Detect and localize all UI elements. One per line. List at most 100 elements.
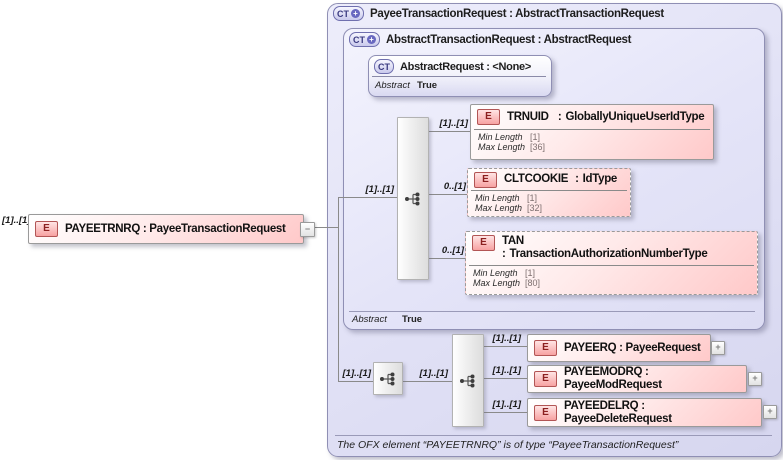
abstract-row: Abstract True [352,314,552,325]
element-box-cltcookie[interactable]: E CLTCOOKIE :IdType Min Length [1] Max L… [467,168,631,217]
element-icon: E [35,221,58,237]
connector-line [427,258,465,259]
connector-line [339,197,397,198]
sequence-icon [460,374,475,387]
element-icon: E [534,371,557,387]
plus-badge-icon: + [367,35,376,44]
connector-line [339,381,373,382]
abstract-label: Abstract [375,80,410,91]
element-name: TAN [502,235,524,247]
collapse-toggle[interactable]: − [300,222,315,237]
connector-line [401,381,452,382]
element-title: PAYEETRNRQ : PayeeTransactionRequest [65,222,286,235]
facet-value: [1] [525,268,536,278]
element-icon: E [472,235,495,251]
element-icon: E [534,404,557,421]
cardinality-label: [1]..[1] [419,368,449,379]
facet-value: [36] [530,142,546,152]
complex-type-icon: CT [374,59,394,74]
connector-line [482,378,527,379]
facet-label: Max Length [473,278,521,288]
element-title: TAN :TransactionAuthorizationNumberType [502,235,732,261]
facet-label: Max Length [475,203,523,213]
element-type: IdType [582,173,618,185]
facet-label: Max Length [478,142,526,152]
element-icon: E [534,340,557,356]
sequence-connector[interactable] [452,334,484,427]
expand-toggle[interactable]: + [711,341,725,355]
cardinality-label: 0..[1] [441,245,464,256]
cardinality-label: [1]..[1] [365,184,395,195]
complex-type-header: CT + PayeeTransactionRequest : AbstractT… [333,6,664,21]
complex-type-derived-icon: CT + [333,6,364,21]
sequence-connector[interactable] [397,117,429,280]
cardinality-label: [1]..[1] [342,368,372,379]
element-title: PAYEERQ : PayeeRequest [564,341,701,354]
sequence-connector[interactable] [373,362,403,395]
footnote-divider [335,435,772,436]
expand-toggle[interactable]: + [748,372,762,386]
element-title: CLTCOOKIE :IdType [504,173,617,186]
connector-line [427,194,467,195]
facet-row: Min Length [1] [473,268,750,278]
abstract-value: True [402,314,423,325]
abstract-label: Abstract [352,314,387,325]
facets-panel: Min Length [1] Max Length [32] [471,190,627,213]
facet-row: Max Length [32] [475,203,623,213]
element-title: PAYEEMODRQ : PayeeModRequest [564,366,662,391]
cardinality-label: [1]..[1] [439,118,469,129]
complex-type-title: PayeeTransactionRequest : AbstractTransa… [370,7,664,20]
element-type: GloballyUniqueUserIdType [565,110,705,123]
element-box-trnuid[interactable]: E TRNUID :GloballyUniqueUserIdType Min L… [470,104,714,160]
sequence-icon [405,192,420,205]
facet-row: Max Length [80] [473,278,750,288]
facet-label: Min Length [473,268,518,278]
element-name: CLTCOOKIE [504,173,569,185]
sequence-icon [380,372,395,385]
complex-type-title: AbstractRequest : <None> [400,60,531,73]
facet-label: Min Length [475,193,520,203]
footnote-text: The OFX element “PAYEETRNRQ” is of type … [337,439,679,451]
cardinality-label: 0..[1] [443,181,466,192]
abstract-row: Abstract True [375,80,535,91]
cardinality-label: [1]..[1] [492,399,522,410]
element-title: PAYEEDELRQ : PayeeDeleteRequest [564,399,672,425]
element-type: TransactionAuthorizationNumberType [509,248,708,260]
element-box-payeetrnrq[interactable]: E PAYEETRNRQ : PayeeTransactionRequest [28,214,304,244]
plus-badge-icon: + [351,9,360,18]
facets-panel: Min Length [1] Max Length [36] [474,129,710,152]
connector-line [313,227,339,228]
element-box-tan[interactable]: E TAN :TransactionAuthorizationNumberTyp… [465,231,758,295]
element-box-payeemodrq[interactable]: E PAYEEMODRQ : PayeeModRequest [527,365,747,393]
cardinality-label: [1]..[1] [2,215,31,226]
connector-line [482,412,527,413]
facet-row: Max Length [36] [478,142,706,152]
colon-separator: : [575,173,579,185]
abstract-value: True [417,80,438,91]
element-box-payeerq[interactable]: E PAYEERQ : PayeeRequest [527,334,711,362]
colon-separator: : [557,110,562,123]
expand-toggle[interactable]: + [763,405,777,419]
cardinality-label: [1]..[1] [492,333,522,344]
connector-line [427,131,470,132]
facet-label: Min Length [478,132,523,142]
facet-value: [1] [527,193,538,203]
element-box-payeedelrq[interactable]: E PAYEEDELRQ : PayeeDeleteRequest [527,398,762,427]
cardinality-label: [1]..[1] [492,365,522,376]
element-icon: E [477,109,500,125]
facet-value: [1] [530,132,541,142]
element-name: TRNUID [507,110,549,123]
facet-row: Min Length [1] [478,132,706,142]
complex-type-derived-icon: CT + [349,32,380,47]
facets-panel: Min Length [1] Max Length [80] [469,265,754,288]
facet-value: [80] [525,278,541,288]
colon-separator: : [502,248,506,260]
connector-trunk-line [338,197,339,382]
facet-value: [32] [527,203,543,213]
element-icon: E [474,171,497,188]
abstract-divider [349,311,755,312]
complex-type-title: AbstractTransactionRequest : AbstractReq… [386,33,632,46]
facet-row: Min Length [1] [475,193,623,203]
complex-type-header: CT + AbstractTransactionRequest : Abstra… [349,32,631,47]
